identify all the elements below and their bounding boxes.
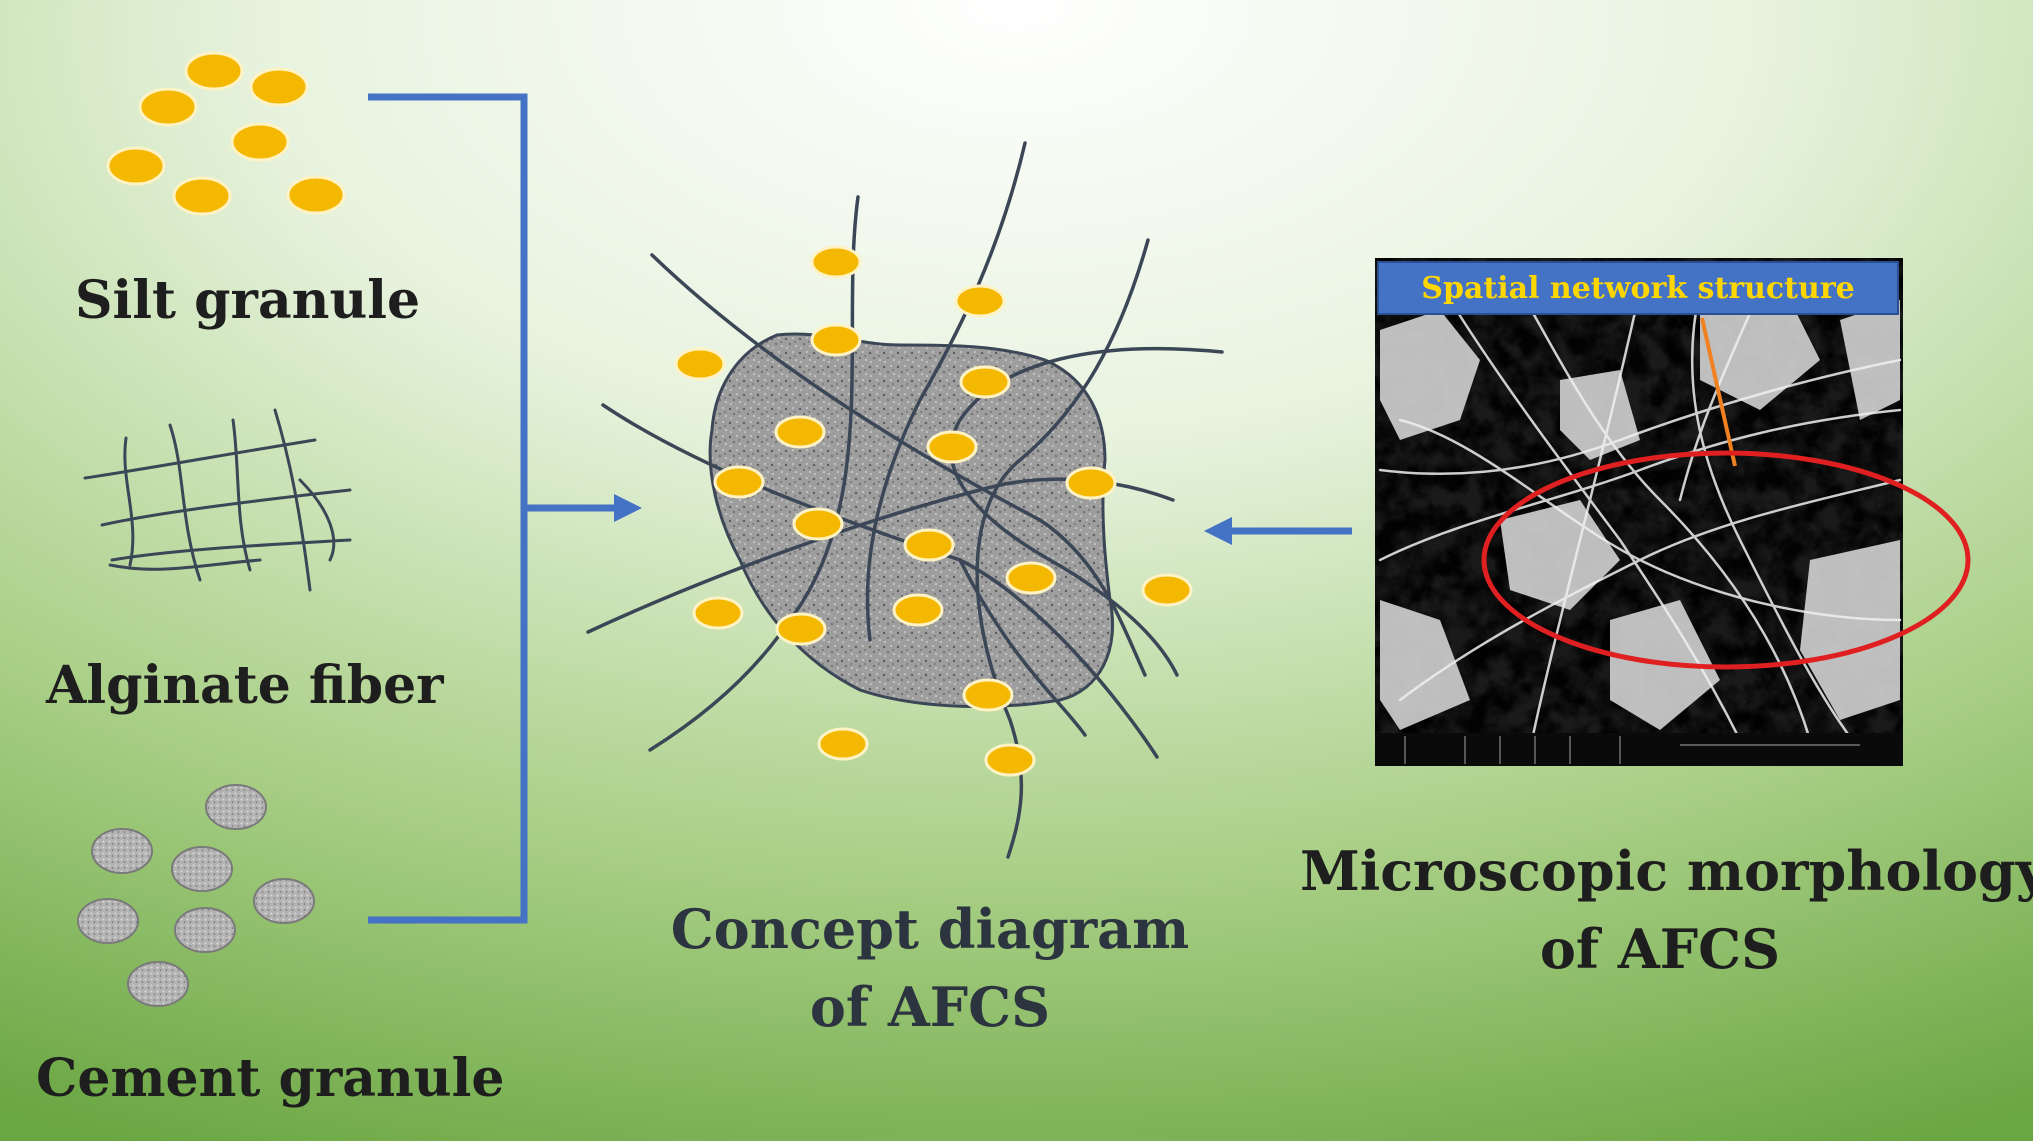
micro-caption-line1: Microscopic morphology — [1300, 839, 2033, 903]
silt-granule — [817, 727, 869, 761]
sem-highlight-ellipse — [1481, 450, 1971, 670]
silt-granule — [172, 176, 232, 216]
silt-granule — [903, 528, 955, 562]
cement-granule — [127, 961, 189, 1007]
silt-granule — [810, 323, 862, 357]
silt-granule — [713, 465, 765, 499]
sem-fiber-strands — [1378, 288, 1902, 752]
silt-granule — [106, 146, 166, 186]
silt-granule — [792, 507, 844, 541]
silt-granule — [138, 87, 198, 127]
concept-caption-line2: of AFCS — [809, 975, 1051, 1039]
sem-pointer — [1700, 317, 1737, 467]
concept-silt-granules — [674, 245, 1193, 777]
silt-granule — [775, 612, 827, 646]
sem-image: Spatial network structure — [1375, 258, 1971, 766]
silt-granule — [674, 347, 726, 381]
silt-granule — [1005, 561, 1057, 595]
bracket-connector — [368, 93, 642, 924]
silt-granule — [184, 51, 244, 91]
micro-caption-line2: of AFCS — [1539, 917, 1781, 981]
microscopic-morphology-caption: Microscopic morphology of AFCS — [1300, 832, 2033, 988]
silt-granule — [959, 365, 1011, 399]
concept-caption-line1: Concept diagram — [670, 897, 1190, 961]
cement-granule — [171, 846, 233, 892]
cement-granule-cluster — [77, 784, 315, 1007]
silt-granule — [962, 678, 1014, 712]
sem-banner-text: Spatial network structure — [1421, 271, 1854, 306]
alginate-fiber-label: Alginate fiber — [46, 655, 444, 716]
cement-granule-label: Cement granule — [36, 1048, 505, 1109]
silt-granule — [249, 67, 309, 107]
silt-granule — [1141, 573, 1193, 607]
cement-granule — [205, 784, 267, 830]
alginate-fiber-mesh — [83, 408, 352, 592]
silt-granule — [1065, 466, 1117, 500]
silt-granule — [230, 122, 290, 162]
cement-granule — [253, 878, 315, 924]
sem-bright-regions — [1380, 300, 1900, 730]
silt-granule — [892, 593, 944, 627]
sem-databar-cells — [1404, 736, 1860, 764]
silt-granule — [810, 245, 862, 279]
fiber-network — [586, 141, 1224, 859]
sem-banner — [1377, 261, 1899, 315]
cement-granule — [77, 898, 139, 944]
silt-granule — [774, 415, 826, 449]
silt-granule — [286, 175, 346, 215]
silt-granule — [984, 743, 1036, 777]
silt-granule-cluster — [106, 51, 346, 216]
silt-granule — [926, 430, 978, 464]
cement-granule — [91, 828, 153, 874]
sem-databar — [1375, 733, 1903, 766]
silt-granule — [692, 596, 744, 630]
concept-diagram — [586, 141, 1224, 859]
silt-granule — [954, 284, 1006, 318]
cement-granule — [174, 907, 236, 953]
silt-granule-label: Silt granule — [75, 270, 421, 331]
concept-diagram-caption: Concept diagram of AFCS — [640, 890, 1220, 1046]
